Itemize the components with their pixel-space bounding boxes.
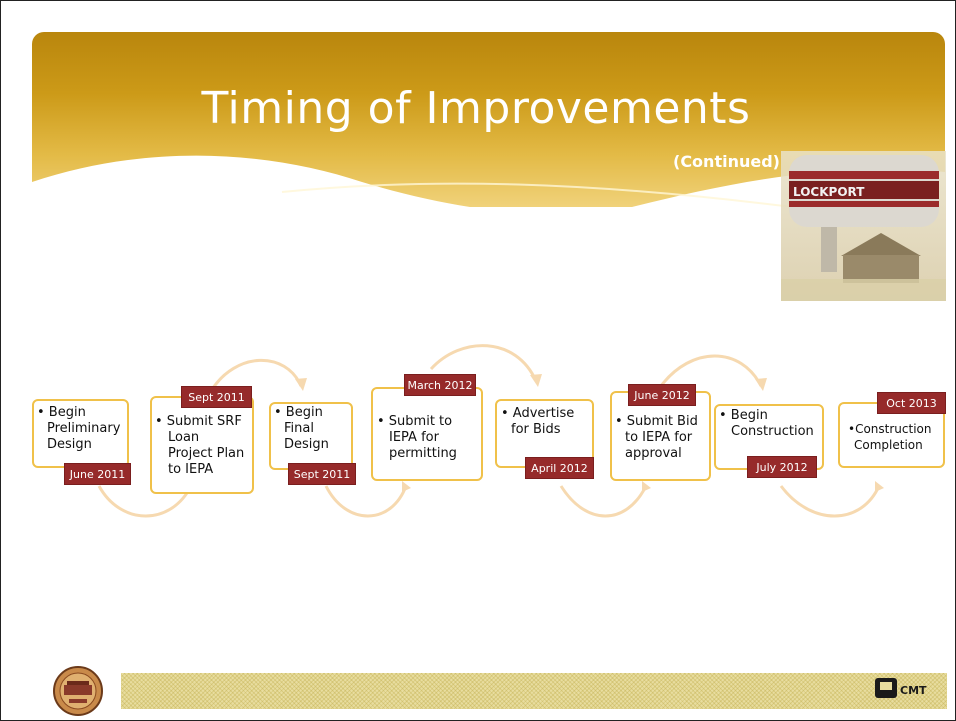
cmt-logo-icon (875, 678, 897, 698)
date-tag: June 2012 (628, 384, 696, 406)
step-line: Project Plan (168, 446, 245, 461)
step-line: • Submit Bid (615, 414, 698, 429)
date-tag: June 2011 (64, 463, 131, 485)
water-tower-photo: LOCKPORT (781, 151, 946, 301)
tower-text: LOCKPORT (793, 185, 865, 199)
step-line: IEPA for (389, 430, 439, 445)
timeline-step-box (150, 396, 254, 494)
step-line: to IEPA (168, 462, 214, 477)
step-line: Preliminary (47, 421, 121, 436)
date-tag: April 2012 (525, 457, 594, 479)
timeline-step-text: •Construction Completion (848, 421, 944, 453)
header-banner (32, 32, 945, 207)
step-line: Loan (168, 430, 200, 445)
step-line: • Begin (274, 405, 323, 420)
date-tag: Sept 2011 (181, 386, 252, 408)
step-line: •Construction (848, 422, 932, 436)
page-title: Timing of Improvements (201, 83, 751, 134)
step-line: • Begin (37, 405, 86, 420)
date-tag: March 2012 (404, 374, 476, 396)
timeline-step-text: • Submit Bid to IEPA for approval (615, 414, 711, 462)
date-tag: July 2012 (747, 456, 817, 478)
step-line: • Advertise (501, 406, 575, 421)
date-tag: Oct 2013 (877, 392, 946, 414)
step-line: Design (47, 437, 92, 452)
footer-bar (121, 673, 947, 709)
timeline-step-text: • Submit SRF Loan Project Plan to IEPA (155, 414, 253, 478)
lockport-seal-icon (53, 666, 103, 716)
timeline-step-text: • Begin Construction (719, 408, 823, 440)
step-line: to IEPA for (625, 430, 693, 445)
step-line: permitting (389, 446, 457, 461)
page-subtitle: (Continued) (673, 152, 780, 171)
timeline-step-text: • Begin Final Design (274, 405, 352, 453)
step-line: Final (284, 421, 314, 436)
timeline-step-text: • Begin Preliminary Design (37, 405, 127, 453)
timeline-step-box (371, 387, 483, 481)
cmt-logo-text: CMT (900, 684, 927, 697)
date-tag: Sept 2011 (288, 463, 356, 485)
header-wave (32, 155, 945, 207)
step-line: for Bids (511, 422, 561, 437)
step-line: approval (625, 446, 682, 461)
timeline-step-text: • Advertise for Bids (501, 406, 593, 438)
timeline-step-box (610, 391, 711, 481)
step-line: Completion (854, 438, 923, 452)
timeline-step-text: • Submit to IEPA for permitting (377, 414, 482, 462)
step-line: • Begin (719, 408, 768, 423)
step-line: • Submit SRF (155, 414, 242, 429)
step-line: • Submit to (377, 414, 453, 429)
step-line: Construction (731, 424, 814, 439)
step-line: Design (284, 437, 329, 452)
